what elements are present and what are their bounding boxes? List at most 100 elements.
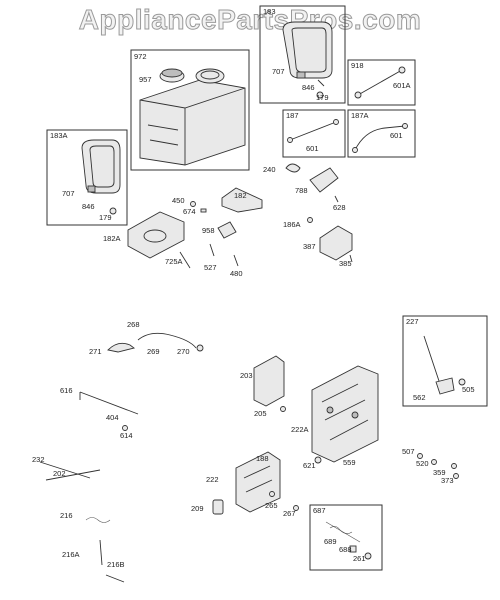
part-209 xyxy=(212,499,224,515)
box-label-918: 918 xyxy=(351,61,364,70)
box-187A xyxy=(347,109,416,158)
label-265: 265 xyxy=(265,501,278,510)
box-label-687: 687 xyxy=(313,506,326,515)
control-plate-group: 203 205 222A 621 559 188 222 209 265 267 xyxy=(191,355,379,518)
bracket-222 xyxy=(235,451,281,513)
box-187 xyxy=(282,109,346,158)
label-385: 385 xyxy=(339,259,352,268)
label-601b: 601 xyxy=(390,131,403,140)
link-216A xyxy=(99,539,103,566)
fuel-tank-group: 972 957 xyxy=(130,49,250,171)
lever-271 xyxy=(107,342,136,353)
label-232: 232 xyxy=(32,455,45,464)
label-688: 688 xyxy=(339,545,352,554)
label-209: 209 xyxy=(191,504,204,513)
tube-725A xyxy=(179,251,191,269)
fuel-line-187A-group: 187A 601 xyxy=(347,109,416,158)
label-268: 268 xyxy=(127,320,140,329)
box-918 xyxy=(347,59,416,106)
spring-216 xyxy=(85,517,111,523)
box-227 xyxy=(402,315,488,407)
spring-689 xyxy=(325,521,361,543)
link-216B xyxy=(105,574,125,583)
label-216: 216 xyxy=(60,511,73,520)
label-222A: 222A xyxy=(291,425,309,434)
label-450: 450 xyxy=(172,196,185,205)
label-520: 520 xyxy=(416,459,429,468)
box-183 xyxy=(259,5,346,104)
governor-spring-687-group: 687 689 688 261 xyxy=(309,504,383,571)
label-261: 261 xyxy=(353,554,366,563)
box-label-972: 972 xyxy=(134,52,147,61)
label-601A: 601A xyxy=(393,81,411,90)
box-972 xyxy=(130,49,250,171)
fuel-tank xyxy=(139,79,246,166)
governor-387 xyxy=(319,225,353,261)
label-507: 507 xyxy=(402,447,415,456)
label-788: 788 xyxy=(295,186,308,195)
tank-strap xyxy=(282,21,333,79)
fuel-line-601 xyxy=(289,121,337,141)
label-186A: 186A xyxy=(283,220,301,229)
label-689: 689 xyxy=(324,537,337,546)
bracket-182 xyxy=(221,187,263,213)
label-205: 205 xyxy=(254,409,267,418)
fuel-line-601-bent xyxy=(354,125,406,151)
box-label-183A: 183A xyxy=(50,131,68,140)
label-505: 505 xyxy=(462,385,475,394)
label-614: 614 xyxy=(120,431,133,440)
label-182: 182 xyxy=(234,191,247,200)
base-plate-182A xyxy=(127,211,185,259)
label-707b: 707 xyxy=(62,189,75,198)
box-687 xyxy=(309,504,383,571)
link-202 xyxy=(45,469,101,481)
watermark-logo: AppliancePartsPros.com xyxy=(78,4,422,36)
label-269: 269 xyxy=(147,347,160,356)
label-240: 240 xyxy=(263,165,276,174)
label-359: 359 xyxy=(433,468,446,477)
fuel-shutoff-valve xyxy=(285,163,301,173)
tank-bracket-group: 183 707 846 179 xyxy=(259,5,346,104)
label-202: 202 xyxy=(53,469,66,478)
clamp-958 xyxy=(217,221,237,239)
label-373: 373 xyxy=(441,476,454,485)
label-188: 188 xyxy=(256,454,269,463)
label-725A: 725A xyxy=(165,257,183,266)
label-179b: 179 xyxy=(99,213,112,222)
label-621: 621 xyxy=(303,461,316,470)
link-232 xyxy=(39,461,91,479)
label-628: 628 xyxy=(333,203,346,212)
label-616: 616 xyxy=(60,386,73,395)
box-183A xyxy=(46,129,128,226)
middle-parts-group: 240 788 628 182 450 674 182A 958 725A 52… xyxy=(103,163,353,278)
fuel-line-187-group: 187 601 xyxy=(282,109,346,158)
label-601: 601 xyxy=(306,144,319,153)
label-958: 958 xyxy=(202,226,215,235)
box-label-187A: 187A xyxy=(351,111,369,120)
label-222: 222 xyxy=(206,475,219,484)
label-527: 527 xyxy=(204,263,217,272)
label-216A: 216A xyxy=(62,550,80,559)
lever-227-group: 227 562 505 xyxy=(402,315,488,407)
label-559: 559 xyxy=(343,458,356,467)
label-270: 270 xyxy=(177,347,190,356)
bracket-788 xyxy=(309,167,339,193)
label-846: 846 xyxy=(302,83,315,92)
lower-left-group: 268 271 269 270 616 404 614 232 202 216 … xyxy=(32,320,204,583)
label-179: 179 xyxy=(316,93,329,102)
label-957: 957 xyxy=(139,75,152,84)
label-182A: 182A xyxy=(103,234,121,243)
label-387: 387 xyxy=(303,242,316,251)
fuel-line-601A xyxy=(357,69,403,96)
label-216B: 216B xyxy=(107,560,125,569)
label-480: 480 xyxy=(230,269,243,278)
control-plate-222A xyxy=(311,365,379,463)
throttle-cable-268 xyxy=(137,332,197,349)
label-846b: 846 xyxy=(82,202,95,211)
label-271: 271 xyxy=(89,347,102,356)
rod-616 xyxy=(79,391,139,415)
fuel-line-918-group: 918 601A xyxy=(347,59,416,106)
label-267: 267 xyxy=(283,509,296,518)
tank-bracket-183A-group: 183A 707 846 179 xyxy=(46,129,128,226)
right-small-parts-group: 507 520 359 373 xyxy=(402,447,459,485)
